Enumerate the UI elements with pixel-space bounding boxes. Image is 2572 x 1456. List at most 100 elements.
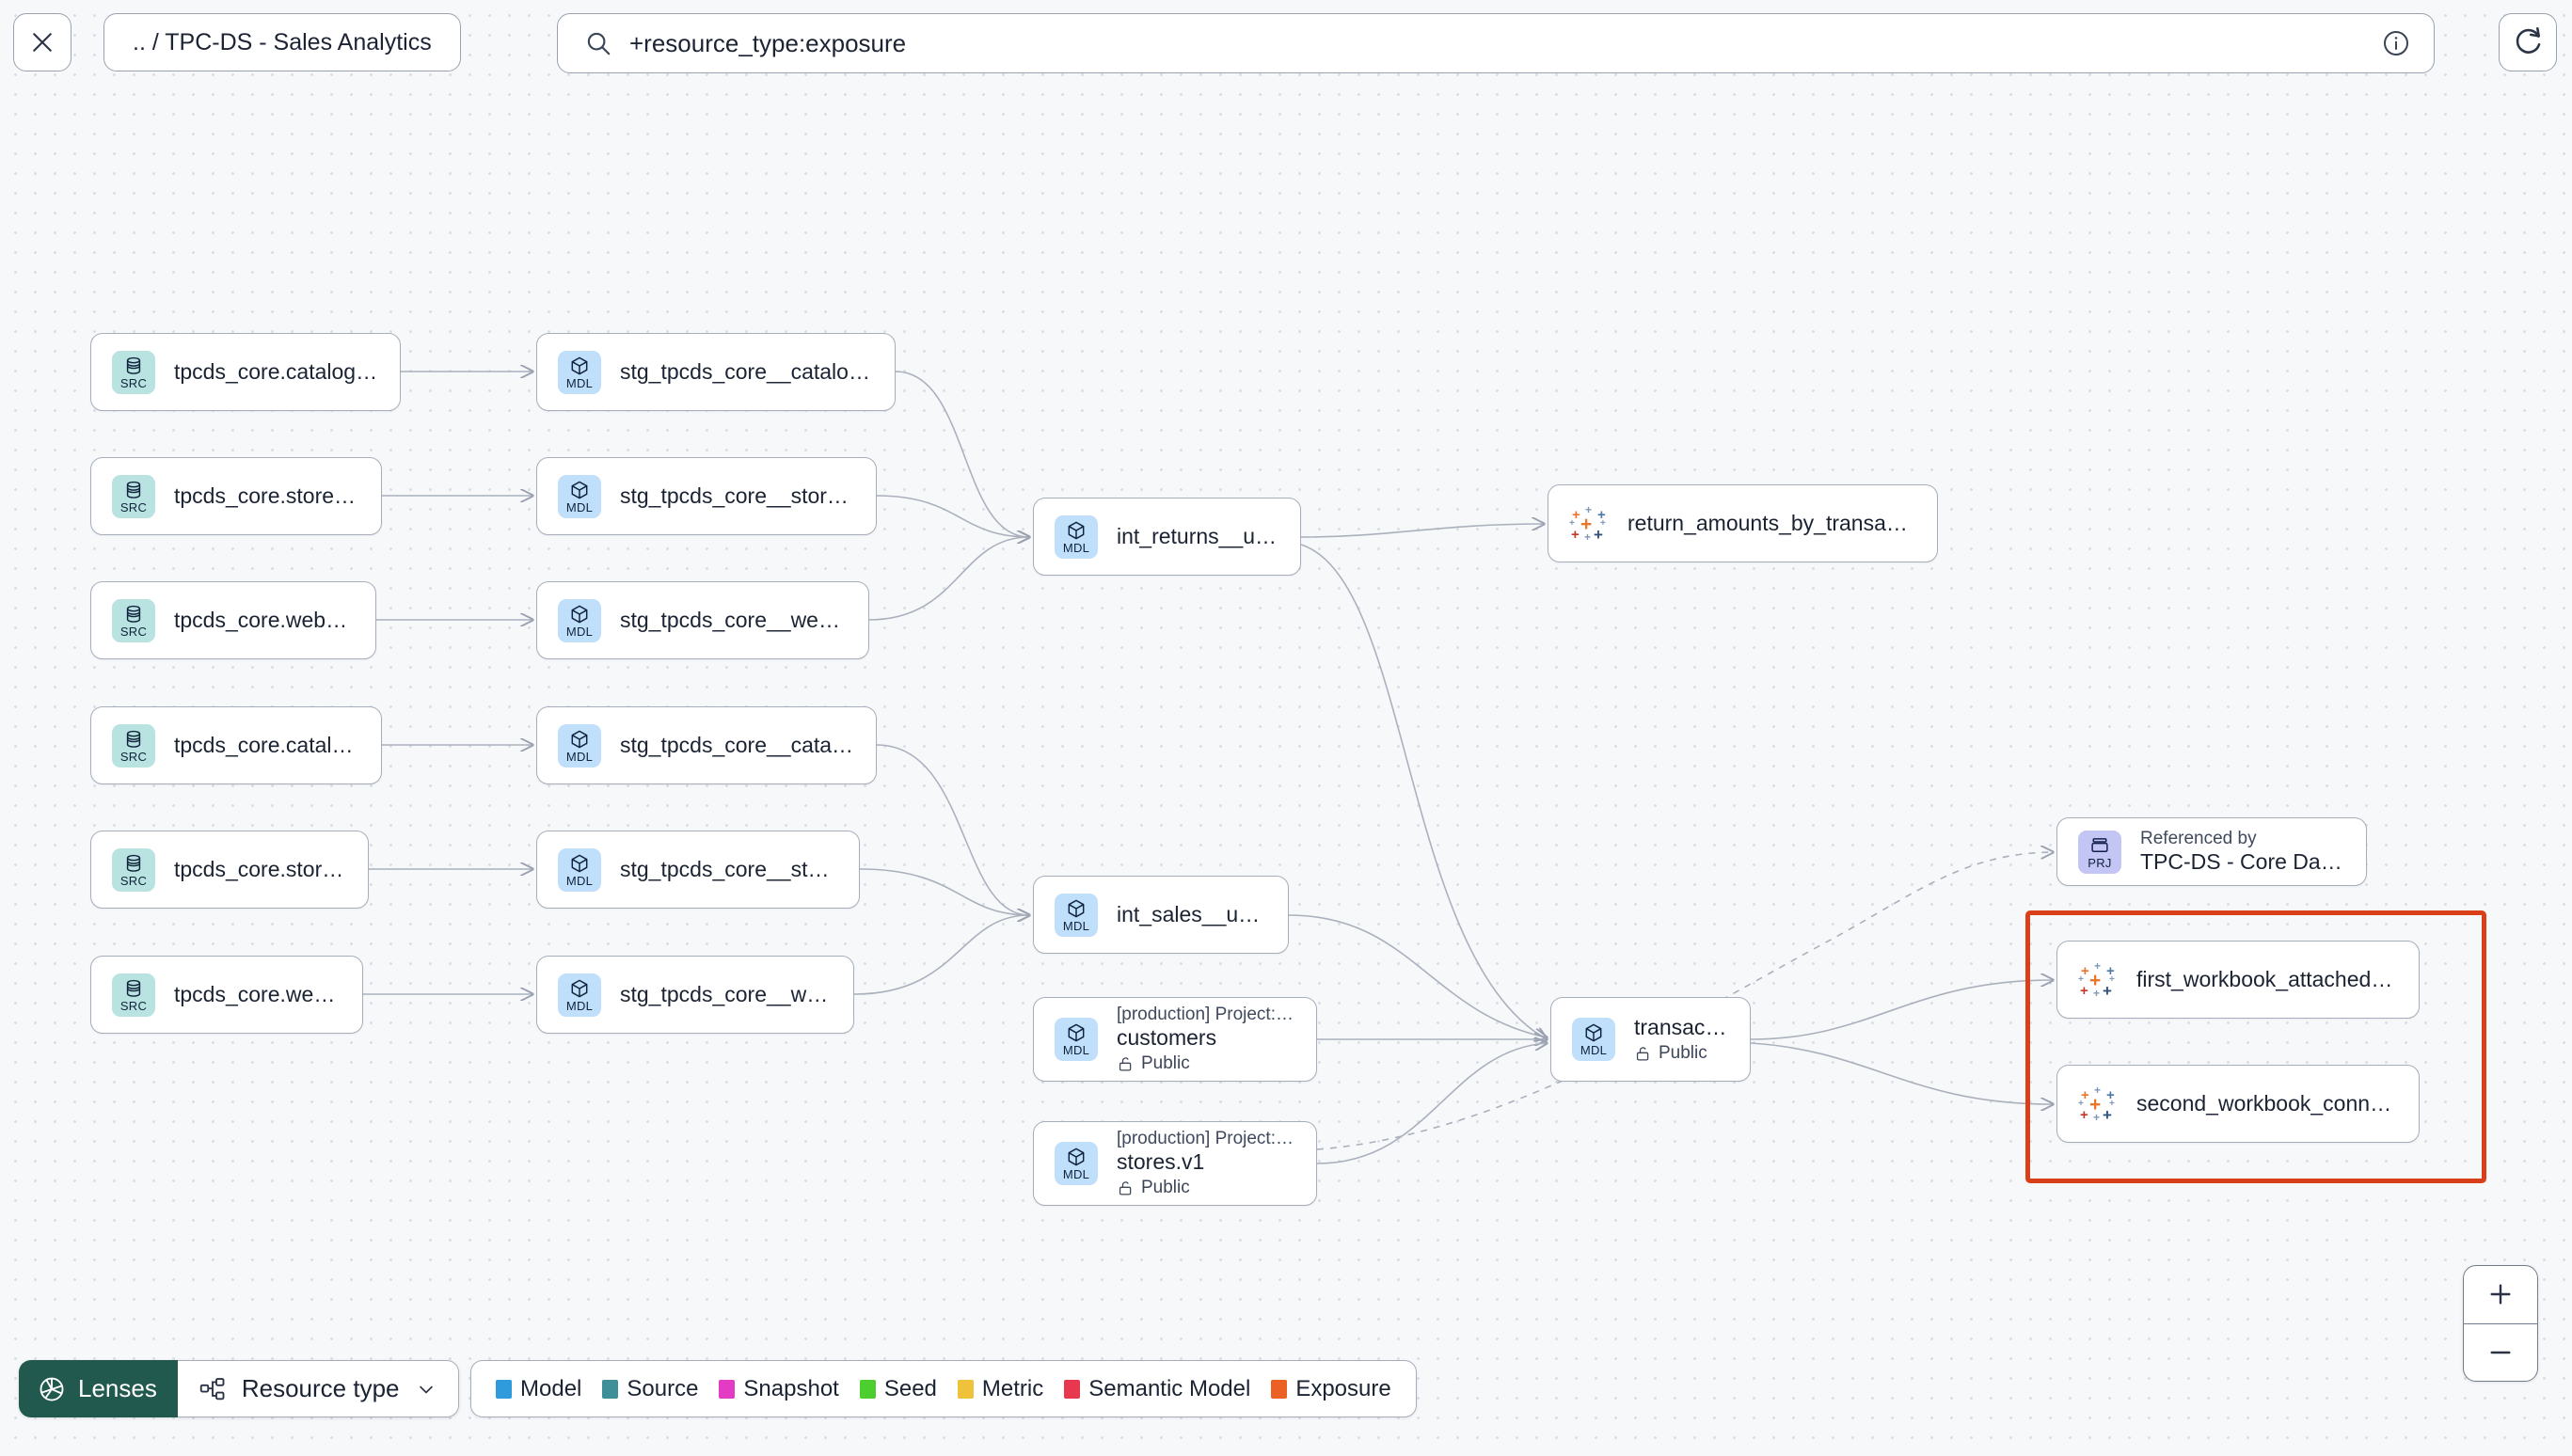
refresh-button[interactable] xyxy=(2499,13,2557,71)
node-text-stack: [production] Project: TPC-DS - Core Data… xyxy=(1117,1005,1295,1074)
search-icon xyxy=(584,29,612,57)
breadcrumb-label: .. / TPC-DS - Sales Analytics xyxy=(133,28,432,55)
mdl-badge-icon: MDL xyxy=(558,474,601,518)
mdl-badge-icon: MDL xyxy=(558,847,601,892)
legend-item-seed[interactable]: Seed xyxy=(859,1375,937,1402)
graph-node-return_amounts[interactable]: +++++++++ return_amounts_by_transaction_t… xyxy=(1548,484,1938,562)
graph-node-customers[interactable]: MDL[production] Project: TPC-DS - Core D… xyxy=(1033,997,1317,1082)
node-privacy: Public xyxy=(1117,1178,1295,1198)
node-label: stores.v1 xyxy=(1117,1149,1205,1174)
nodes-tree-icon xyxy=(198,1375,227,1403)
tableau-icon: +++++++++ xyxy=(2078,1083,2115,1124)
graph-node-stg_catalog_returns[interactable]: MDL stg_tpcds_core__catalog_returns xyxy=(536,333,896,411)
node-text-stack: transactionsPublic xyxy=(1634,1015,1729,1064)
legend-item-model[interactable]: Model xyxy=(496,1376,581,1402)
src-badge-icon: SRC xyxy=(112,973,155,1017)
node-label: second_workbook_connected_to_live… xyxy=(2136,1091,2398,1116)
graph-node-int_sales_unioned[interactable]: MDL int_sales__unioned xyxy=(1033,876,1289,954)
graph-node-stores_v1[interactable]: MDL [production] Project: TPC-DS - Core D… xyxy=(1033,1121,1317,1206)
lens-aperture-icon xyxy=(38,1375,66,1403)
node-label: TPC-DS - Core Data Models xyxy=(2140,849,2345,874)
src-badge-icon: SRC xyxy=(112,474,155,518)
legend-swatch-icon xyxy=(719,1379,736,1399)
legend-swatch-icon xyxy=(957,1379,974,1399)
close-icon xyxy=(28,28,56,56)
tableau-icon: +++++++++ xyxy=(2078,958,2115,1000)
legend-label: Metric xyxy=(981,1375,1044,1401)
legend-item-metric[interactable]: Metric xyxy=(957,1375,1044,1402)
refresh-icon xyxy=(2512,26,2544,58)
node-label: tpcds_core.store_sales xyxy=(174,857,347,881)
node-label: tpcds_core.web_returns xyxy=(174,608,355,632)
info-icon[interactable] xyxy=(2381,28,2411,58)
node-label: stg_tpcds_core__web_returns xyxy=(620,608,848,632)
mdl-badge-icon: MDL xyxy=(1572,1018,1615,1061)
legend-swatch-icon xyxy=(859,1379,876,1399)
graph-node-exposure_second[interactable]: +++++++++ second_workbook_connected_to_li… xyxy=(2056,1065,2420,1143)
src-badge-icon: SRC xyxy=(112,350,155,394)
graph-canvas[interactable]: SRCtpcds_core.catalog_returnsSRCtpcds_co… xyxy=(0,110,2572,1456)
node-label: stg_tpcds_core__catalog_returns xyxy=(620,359,874,384)
node-privacy: Public xyxy=(1117,1053,1295,1074)
zoom-out-button[interactable] xyxy=(2464,1324,2537,1382)
node-label: return_amounts_by_transaction_type xyxy=(1627,511,1916,535)
lenses-label: Lenses xyxy=(78,1374,157,1402)
node-label: int_returns__unioned xyxy=(1117,524,1279,548)
mdl-badge-icon: MDL xyxy=(1055,1142,1098,1185)
node-label: int_sales__unioned xyxy=(1117,902,1267,926)
node-label: customers xyxy=(1117,1025,1217,1050)
graph-node-src_store_sales[interactable]: SRC tpcds_core.store_sales xyxy=(90,831,369,909)
graph-node-src_catalog_returns[interactable]: SRC tpcds_core.catalog_returns xyxy=(90,333,401,411)
lineage-edges xyxy=(363,110,2572,1164)
graph-node-exposure_first[interactable]: +++++++++first_workbook_attached_to_tpc-… xyxy=(2056,941,2420,1019)
legend-item-source[interactable]: Source xyxy=(602,1376,698,1402)
node-label: tpcds_core.catalog_sales xyxy=(174,733,360,757)
zoom-in-button[interactable] xyxy=(2464,1266,2537,1324)
chevron-down-icon xyxy=(415,1378,437,1401)
zoom-controls xyxy=(2463,1265,2538,1382)
breadcrumb[interactable]: .. / TPC-DS - Sales Analytics xyxy=(103,13,461,71)
legend-swatch-icon xyxy=(496,1379,512,1399)
legend-item-exposure[interactable]: Exposure xyxy=(1271,1376,1391,1402)
top-toolbar: .. / TPC-DS - Sales Analytics xyxy=(0,0,2572,110)
legend-item-semantic-model[interactable]: Semantic Model xyxy=(1064,1376,1250,1402)
lenses-button[interactable]: Lenses xyxy=(19,1360,178,1417)
node-privacy: Public xyxy=(1634,1043,1729,1064)
resource-type-dropdown[interactable]: Resource type xyxy=(177,1360,459,1417)
mdl-badge-icon: MDL xyxy=(558,973,601,1017)
node-label: tpcds_core.catalog_returns xyxy=(174,359,379,384)
legend-swatch-icon xyxy=(602,1379,619,1399)
resource-type-legend: Model Source Snapshot Seed Metric Semantic Mo… xyxy=(470,1360,1417,1417)
search-input[interactable] xyxy=(629,28,2381,58)
node-label: transactions xyxy=(1634,1015,1729,1039)
lock-icon xyxy=(1117,1179,1135,1197)
mdl-badge-icon: MDL xyxy=(1055,893,1098,937)
mdl-badge-icon: MDL xyxy=(1055,514,1098,559)
legend-label: Seed xyxy=(883,1375,937,1401)
search-bar[interactable] xyxy=(557,13,2435,73)
lenses-toolbar: Lenses Resource type xyxy=(19,1360,459,1417)
tableau-icon: +++++++++ xyxy=(1569,502,1606,544)
graph-node-int_returns_unioned[interactable]: MDL int_returns__unioned xyxy=(1033,498,1301,576)
mdl-badge-icon: MDL xyxy=(558,350,601,394)
node-label: stg_tpcds_core__catalog_sales xyxy=(620,733,855,757)
node-project-label: [production] Project: TPC-DS - Core Data… xyxy=(1117,1129,1295,1148)
legend-item-snapshot[interactable]: Snapshot xyxy=(719,1376,839,1402)
close-button[interactable] xyxy=(13,13,71,71)
graph-node-transactions[interactable]: MDL transactionsPublic xyxy=(1550,997,1751,1082)
lock-icon xyxy=(1117,1055,1135,1073)
src-badge-icon: SRC xyxy=(112,847,155,892)
node-text-stack: [production] Project: TPC-DS - Core Data… xyxy=(1117,1129,1295,1198)
legend-swatch-icon xyxy=(1064,1379,1081,1399)
